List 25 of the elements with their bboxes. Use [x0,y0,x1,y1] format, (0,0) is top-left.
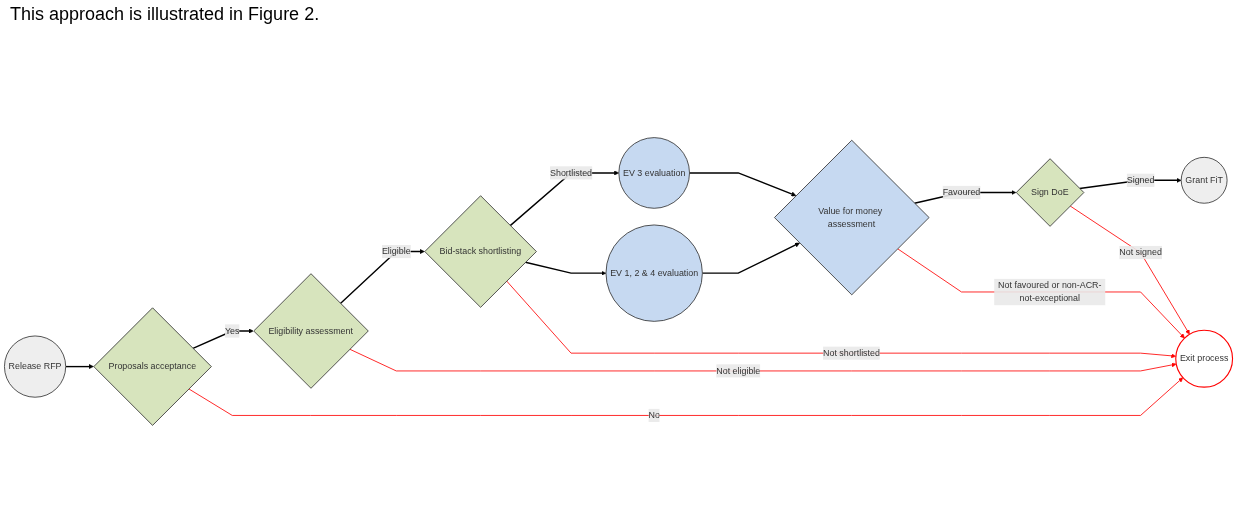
edge-label: Not shortlisted [823,348,880,358]
note-text: This approach is illustrated in Figure 2. [10,4,320,24]
node-diamond: Value for money assessment [774,139,930,296]
node-diamond: Eligibility assessment [253,273,369,389]
node-circle: EV 3 evaluation [618,137,690,209]
edge-label: Not signed [1119,247,1162,257]
edge-label: Not favoured or non-ACR-not-exceptional [998,280,1102,304]
node-diamond: Bid-stack shortlisting [424,195,537,308]
node-circle: Release RFP [4,335,67,398]
node-diamond: Proposals acceptance [93,307,212,426]
edge-label: No [648,410,660,420]
node-circle: EV 1, 2 & 4 evaluation [605,224,703,322]
node-circle: Exit process [1175,329,1234,388]
edge-label: Favoured [942,187,981,197]
node-diamond: Sign DoE [1015,158,1085,227]
arrow [701,242,800,274]
arrow [524,261,607,276]
edge-label: Yes [225,325,240,336]
arrow [688,172,797,197]
edge-label: Not eligible [716,365,761,376]
edge-label: Eligible [381,246,411,256]
node-circle: Grant FiT [1180,156,1228,204]
edge-label: Signed [1126,175,1155,185]
arrow [65,364,94,370]
edge-label: Shortlisted [550,167,593,178]
